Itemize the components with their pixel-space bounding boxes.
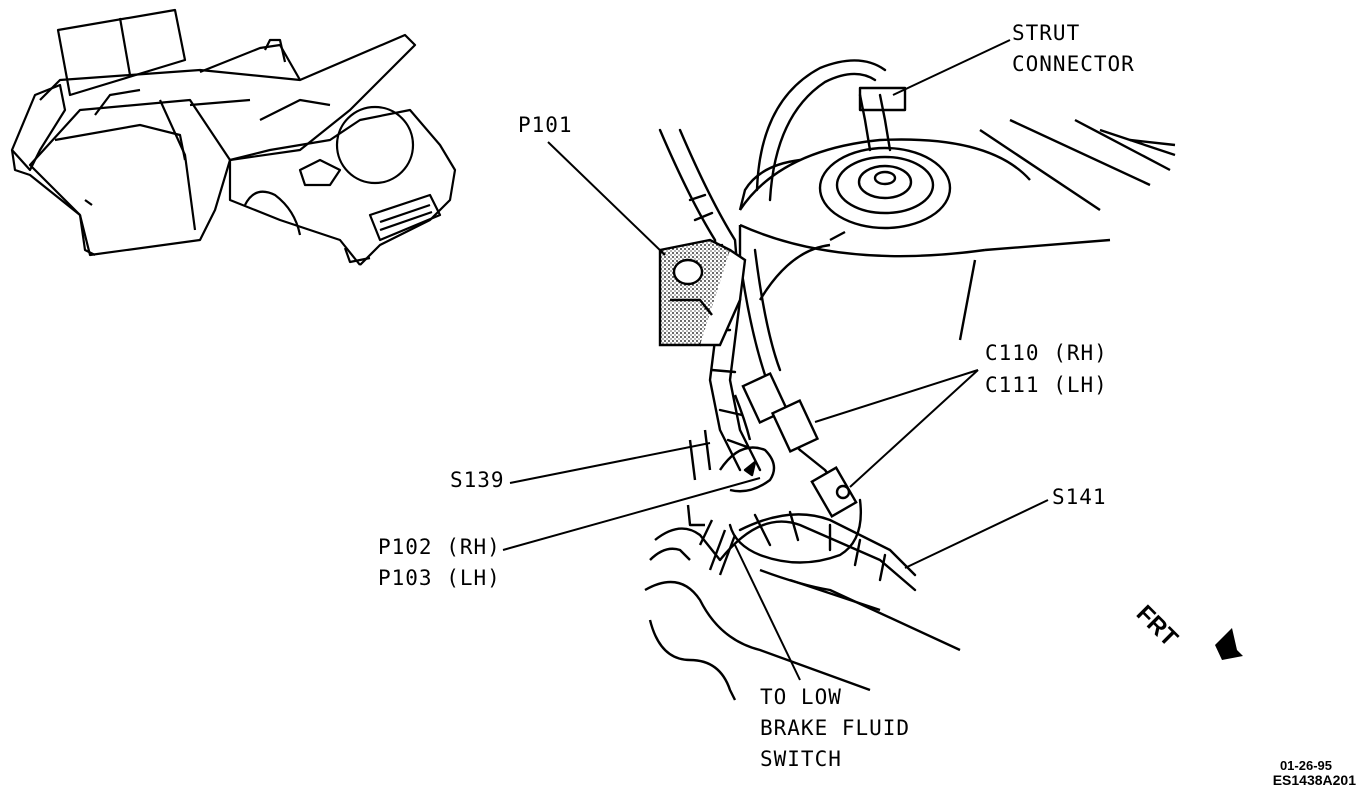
- label-p103: P103 (LH): [378, 566, 501, 590]
- p101-bracket: [658, 238, 747, 347]
- label-c110: C110 (RH): [985, 341, 1108, 365]
- connectors: [741, 371, 858, 518]
- front-arrow-icon: [1215, 628, 1243, 660]
- label-p101: P101: [518, 113, 573, 137]
- fender-panel: [644, 394, 961, 701]
- label-p102: P102 (RH): [378, 535, 501, 559]
- label-s139: S139: [450, 468, 505, 492]
- label-s141: S141: [1052, 485, 1107, 509]
- car-locator-thumbnail: [10, 8, 457, 266]
- label-c111: C111 (LH): [985, 373, 1108, 397]
- footer-date: 01-26-95: [1279, 758, 1332, 773]
- label-strut-connector: STRUT CONNECTOR: [1012, 21, 1135, 76]
- leader-lines: [502, 39, 1049, 681]
- footer-code: ES1438A201: [1272, 772, 1356, 788]
- label-brake-switch: TO LOW BRAKE FLUID SWITCH: [760, 685, 911, 771]
- strut-tower: [738, 118, 1176, 341]
